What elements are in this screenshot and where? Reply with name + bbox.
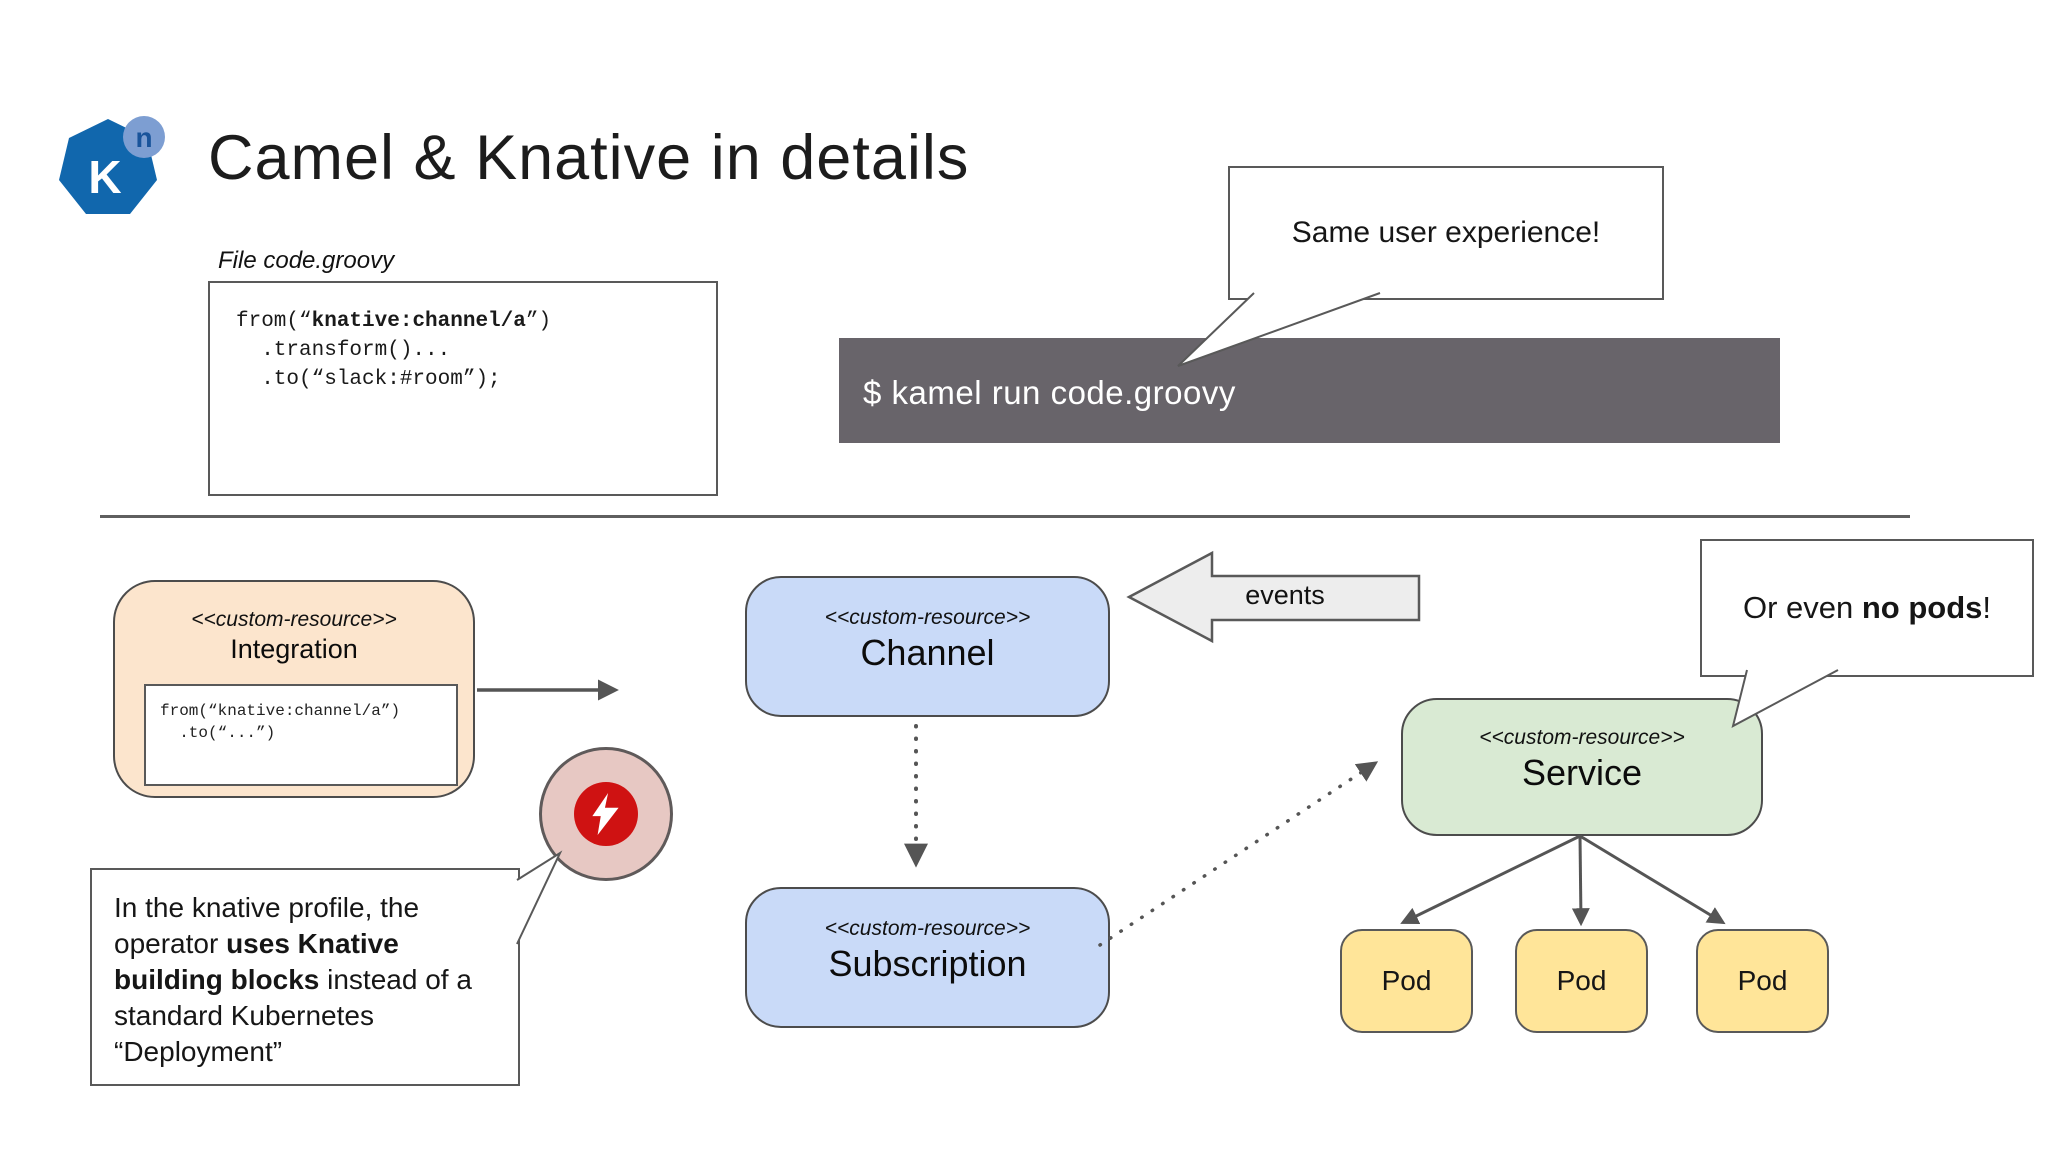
callout-same-user-experience-text: Same user experience!	[1291, 216, 1601, 249]
pod-3-label: Pod	[1737, 965, 1788, 996]
slide-title: Camel & Knative in details	[208, 123, 970, 193]
subscription-name: Subscription	[828, 943, 1027, 984]
callout-knative-profile: In the knative profile, the operator use…	[90, 868, 520, 1086]
code-file-box: from(“knative:channel/a”) .transform()..…	[208, 281, 718, 496]
integration-code-content: from(“knative:channel/a”) .to(“...”)	[160, 702, 401, 742]
events-arrow-label: events	[1245, 580, 1325, 610]
subscription-box: <<custom-resource>> Subscription	[745, 887, 1110, 1028]
knative-profile-bubble-tail	[516, 850, 563, 945]
integration-name: Integration	[230, 634, 358, 664]
divider-line	[100, 515, 1910, 518]
service-name: Service	[1521, 752, 1643, 793]
callout-no-pods-text: Or even no pods!	[1742, 590, 1992, 625]
callout-same-user-experience: Same user experience!	[1228, 166, 1664, 300]
terminal-command-bar: $ kamel run code.groovy	[839, 338, 1780, 443]
service-to-pod2-arrow	[1571, 835, 1590, 927]
lightning-icon	[574, 782, 638, 846]
pod-box-1: Pod	[1340, 929, 1473, 1033]
integration-code-box: from(“knative:channel/a”) .to(“...”)	[144, 684, 458, 786]
callout-knative-profile-text: In the knative profile, the operator use…	[114, 892, 472, 1067]
integration-box: <<custom-resource>> Integration from(“kn…	[113, 580, 475, 798]
channel-stereotype: <<custom-resource>>	[824, 606, 1031, 629]
channel-box: <<custom-resource>> Channel	[745, 576, 1110, 717]
pod-box-2: Pod	[1515, 929, 1648, 1033]
code-file-content: from(“knative:channel/a”) .transform()..…	[236, 310, 552, 391]
subscription-stereotype: <<custom-resource>>	[824, 917, 1031, 940]
channel-name: Channel	[860, 632, 995, 673]
callout-no-pods: Or even no pods!	[1700, 539, 2034, 677]
pod-1-label: Pod	[1381, 965, 1432, 996]
subscription-to-service-dotted-arrow	[1098, 761, 1379, 947]
pod-2-label: Pod	[1556, 965, 1607, 996]
logo-letter: K	[88, 151, 121, 203]
logo-badge-letter: n	[135, 122, 152, 153]
integration-stereotype: <<custom-resource>>	[191, 608, 397, 631]
pod-box-3: Pod	[1696, 929, 1829, 1033]
code-file-label: File code.groovy	[218, 247, 395, 274]
knative-eventing-icon	[539, 747, 673, 881]
knative-logo-icon: K n	[56, 112, 168, 227]
service-to-pod1-arrow	[1400, 834, 1581, 925]
service-stereotype: <<custom-resource>>	[1479, 726, 1685, 749]
service-to-pod3-arrow	[1579, 834, 1726, 925]
service-box: <<custom-resource>> Service	[1401, 698, 1763, 836]
terminal-command-text: $ kamel run code.groovy	[863, 373, 1236, 411]
